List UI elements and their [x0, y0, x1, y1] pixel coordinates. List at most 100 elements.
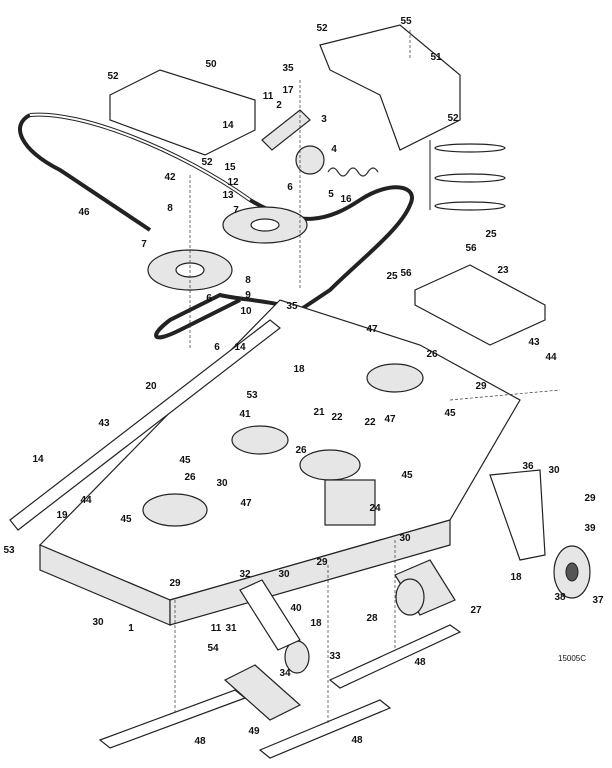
pulley-hub: [250, 218, 280, 232]
callout-14: 14: [222, 120, 234, 131]
callout-26: 26: [426, 349, 438, 360]
roller-27: [394, 559, 456, 616]
belt-shield-right: [319, 24, 461, 151]
callout-21: 21: [313, 407, 325, 418]
callout-19: 19: [56, 510, 68, 521]
callout-42: 42: [164, 172, 176, 183]
callout-15: 15: [224, 162, 236, 173]
spindle-middle: [299, 449, 361, 481]
callout-52: 52: [316, 23, 328, 34]
callout-7: 7: [233, 205, 239, 216]
callout-4: 4: [331, 144, 337, 155]
callout-22: 22: [331, 412, 343, 423]
idler-arm: [261, 109, 311, 151]
callout-52: 52: [447, 113, 459, 124]
callout-43: 43: [528, 337, 540, 348]
callout-30: 30: [278, 569, 290, 580]
callout-56: 56: [465, 243, 477, 254]
callout-47: 47: [384, 414, 396, 425]
callout-52: 52: [201, 157, 213, 168]
callout-31: 31: [225, 623, 237, 634]
callout-16: 16: [340, 194, 352, 205]
belt-shield-left: [109, 69, 256, 156]
leader-lines: [174, 30, 561, 725]
callout-45: 45: [401, 470, 413, 481]
spring: [327, 167, 379, 177]
callout-26: 26: [184, 472, 196, 483]
drawing-code: 15005C: [558, 654, 586, 663]
blade-48-bottom: [258, 699, 392, 759]
callout-50: 50: [205, 59, 217, 70]
callout-24: 24: [369, 503, 381, 514]
callout-1: 1: [128, 623, 134, 634]
callout-27: 27: [470, 605, 482, 616]
callout-32: 32: [239, 569, 251, 580]
callout-29: 29: [475, 381, 487, 392]
callout-47: 47: [240, 498, 252, 509]
callout-37: 37: [592, 595, 604, 606]
callout-18: 18: [310, 618, 322, 629]
blade-detail-inset: [429, 140, 506, 211]
blade-adapter-49: [223, 664, 302, 721]
callout-38: 38: [554, 592, 566, 603]
roller-arm-31: [239, 579, 301, 651]
callout-48: 48: [414, 657, 426, 668]
callout-46: 46: [78, 207, 90, 218]
callout-6: 6: [287, 182, 293, 193]
callout-5: 5: [328, 189, 334, 200]
spindle-left: [142, 493, 208, 527]
callout-11: 11: [263, 91, 274, 102]
callout-18: 18: [510, 572, 522, 583]
callout-49: 49: [248, 726, 260, 737]
bracket-23: [414, 264, 546, 346]
callout-14: 14: [32, 454, 44, 465]
callout-25: 25: [386, 271, 398, 282]
callout-48: 48: [351, 735, 363, 746]
callout-11: 11: [211, 623, 222, 634]
callout-20: 20: [145, 381, 157, 392]
callout-30: 30: [399, 533, 411, 544]
callout-28: 28: [366, 613, 378, 624]
callout-6: 6: [214, 342, 220, 353]
spindle-center: [231, 425, 289, 455]
callout-40: 40: [290, 603, 302, 614]
drive-belt: [18, 112, 414, 340]
callout-41: 41: [239, 409, 251, 420]
idler-pulley: [295, 145, 325, 175]
callout-6: 6: [206, 293, 212, 304]
callout-30: 30: [548, 465, 560, 476]
callout-34: 34: [279, 668, 291, 679]
callout-12: 12: [227, 177, 239, 188]
callout-45: 45: [120, 514, 132, 525]
callout-44: 44: [545, 352, 557, 363]
callout-45: 45: [444, 408, 456, 419]
callout-29: 29: [169, 578, 181, 589]
mower-deck: [9, 299, 521, 626]
callout-35: 35: [286, 301, 298, 312]
gauge-wheel-37: [489, 469, 591, 599]
idler-bracket-24: [324, 479, 376, 526]
callout-14: 14: [234, 342, 246, 353]
callout-2: 2: [276, 100, 282, 111]
baffle-rail: [9, 319, 281, 531]
callout-43: 43: [98, 418, 110, 429]
callout-55: 55: [400, 16, 412, 27]
callout-47: 47: [366, 324, 378, 335]
callout-22: 22: [364, 417, 376, 428]
spindle-right: [366, 363, 424, 393]
callout-23: 23: [497, 265, 509, 276]
callout-48: 48: [194, 736, 206, 747]
callout-39: 39: [584, 523, 596, 534]
callout-45: 45: [179, 455, 191, 466]
callout-17: 17: [282, 85, 294, 96]
callout-29: 29: [316, 557, 328, 568]
callout-3: 3: [321, 114, 327, 125]
callout-8: 8: [167, 203, 173, 214]
callout-54: 54: [207, 643, 219, 654]
callout-51: 51: [430, 52, 442, 63]
callout-26: 26: [295, 445, 307, 456]
callout-33: 33: [329, 651, 341, 662]
